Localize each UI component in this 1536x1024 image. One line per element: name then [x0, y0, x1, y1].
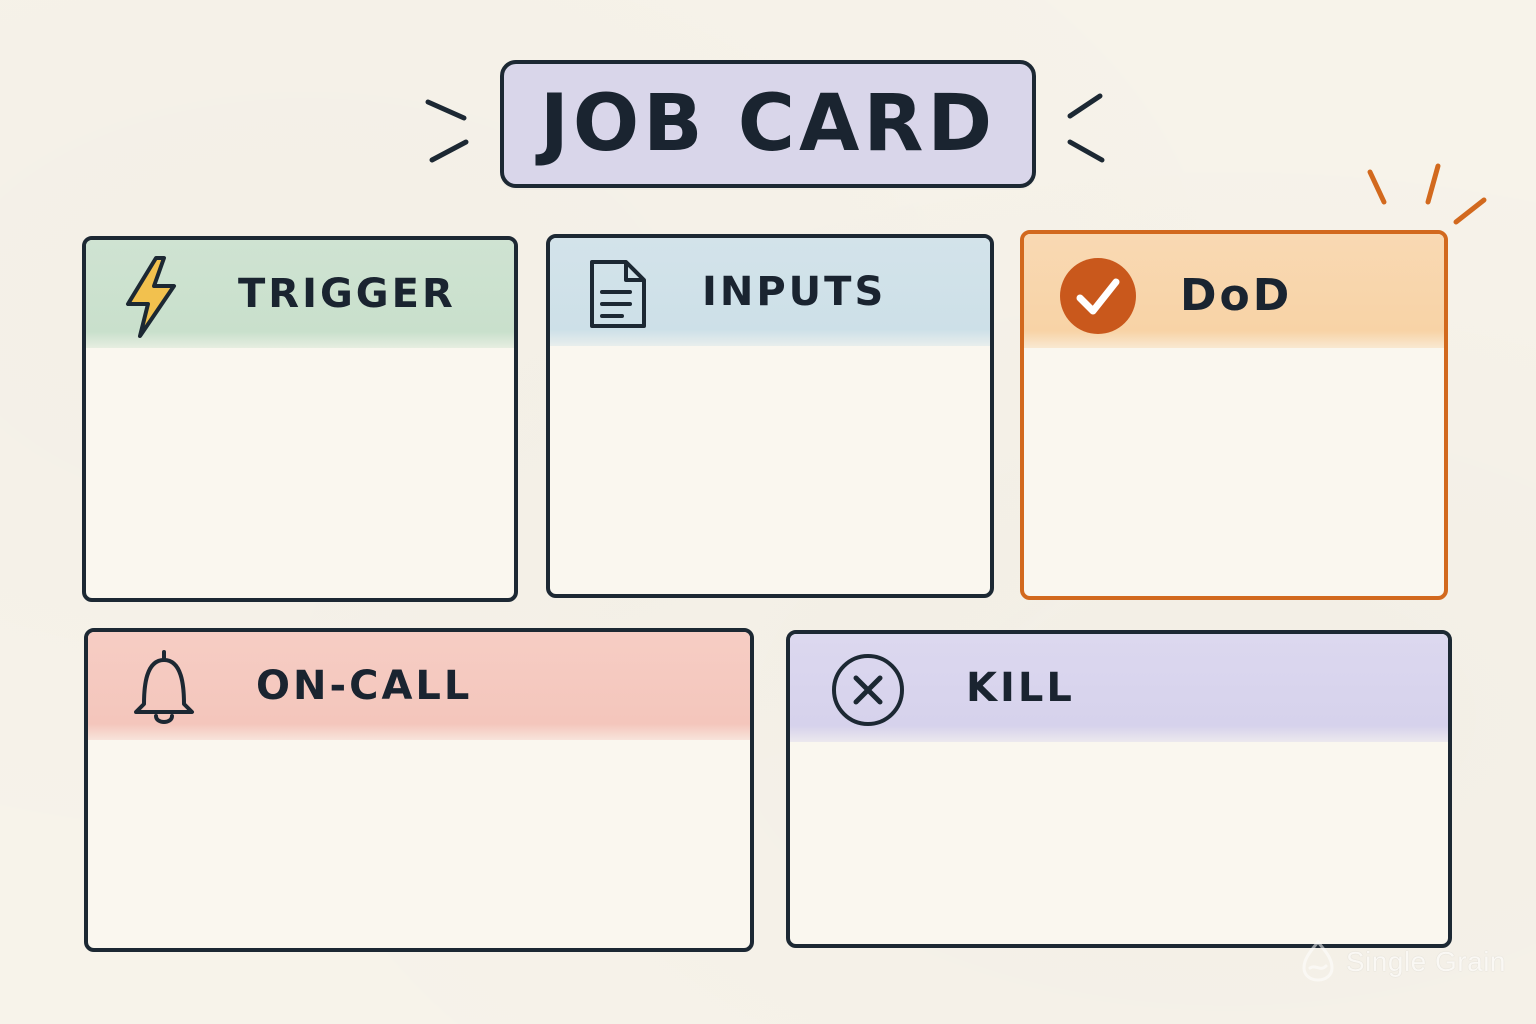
lightning-bolt-icon [118, 254, 182, 340]
card-inputs-header: INPUTS [550, 238, 990, 346]
document-icon [586, 256, 650, 332]
card-trigger-label: TRIGGER [238, 271, 456, 317]
card-on-call-header: ON-CALL [88, 632, 750, 740]
card-inputs[interactable]: INPUTS [546, 234, 994, 598]
card-trigger-body[interactable] [86, 348, 514, 598]
card-inputs-body[interactable] [550, 346, 990, 594]
card-dod-header: DoD [1024, 234, 1444, 348]
x-circle-icon [828, 650, 908, 730]
card-on-call-label: ON-CALL [256, 663, 473, 709]
card-trigger[interactable]: TRIGGER [82, 236, 518, 602]
card-on-call-body[interactable] [88, 740, 750, 948]
card-kill-label: KILL [966, 665, 1075, 711]
page-title: JOB CARD [539, 79, 997, 169]
watermark-text: Single Grain [1345, 946, 1506, 977]
card-kill[interactable]: KILL [786, 630, 1452, 948]
card-trigger-header: TRIGGER [86, 240, 514, 348]
card-dod-label: DoD [1180, 270, 1293, 321]
checkmark-circle-icon [1056, 254, 1140, 338]
watermark: Single Grain [1298, 938, 1506, 986]
watermark-logo-icon [1298, 938, 1338, 986]
title-banner: JOB CARD [500, 60, 1036, 188]
card-kill-header: KILL [790, 634, 1448, 742]
card-on-call[interactable]: ON-CALL [84, 628, 754, 952]
bell-icon [126, 646, 202, 730]
card-kill-body[interactable] [790, 742, 1448, 944]
card-dod-body[interactable] [1024, 348, 1444, 596]
card-dod[interactable]: DoD [1020, 230, 1448, 600]
card-inputs-label: INPUTS [702, 269, 887, 315]
